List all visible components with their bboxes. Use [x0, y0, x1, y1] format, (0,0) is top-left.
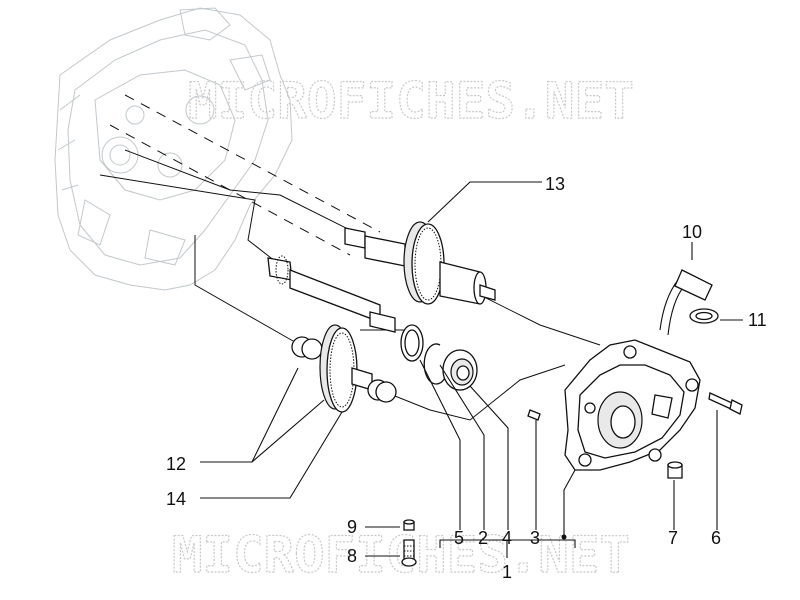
assembly-axis-lines	[99, 94, 601, 421]
label-5: 5	[454, 528, 464, 548]
label-11: 11	[748, 310, 767, 330]
watermark-bottom: MICROFICHES.NET	[172, 526, 630, 584]
gearbox-cover-part-1	[564, 339, 701, 471]
bolt-part-8	[401, 539, 417, 567]
circlip-rings-part-2-5	[400, 324, 449, 385]
label-2: 2	[478, 528, 488, 548]
bearing-part-4	[442, 349, 478, 391]
label-3: 3	[530, 528, 540, 548]
callout-labels: 13 10 11 12 14 5 2 4 3 7 6 9 8 1	[166, 174, 767, 582]
intermediate-gear-part-12-14	[291, 324, 397, 413]
label-4: 4	[502, 528, 512, 548]
engine-casing-outline	[54, 7, 293, 291]
gear-shaft-part-13	[344, 221, 496, 305]
label-1: 1	[502, 562, 512, 582]
breather-hose-part-10-11	[659, 269, 719, 336]
countershaft	[267, 255, 396, 333]
dowel-pin-part-3	[527, 409, 541, 421]
label-9: 9	[347, 517, 357, 537]
label-14: 14	[166, 489, 186, 509]
label-6: 6	[711, 528, 721, 548]
washer-part-9	[403, 519, 415, 531]
label-13: 13	[545, 174, 565, 194]
leader-lines	[200, 181, 743, 558]
leader-dot	[561, 534, 567, 540]
label-12: 12	[166, 454, 186, 474]
label-10: 10	[682, 222, 702, 242]
label-8: 8	[347, 546, 357, 566]
cylinder-pin-part-7	[667, 461, 683, 479]
watermark-top: MICROFICHES.NET	[188, 72, 634, 130]
screw-part-6	[708, 392, 743, 415]
label-7: 7	[668, 528, 678, 548]
